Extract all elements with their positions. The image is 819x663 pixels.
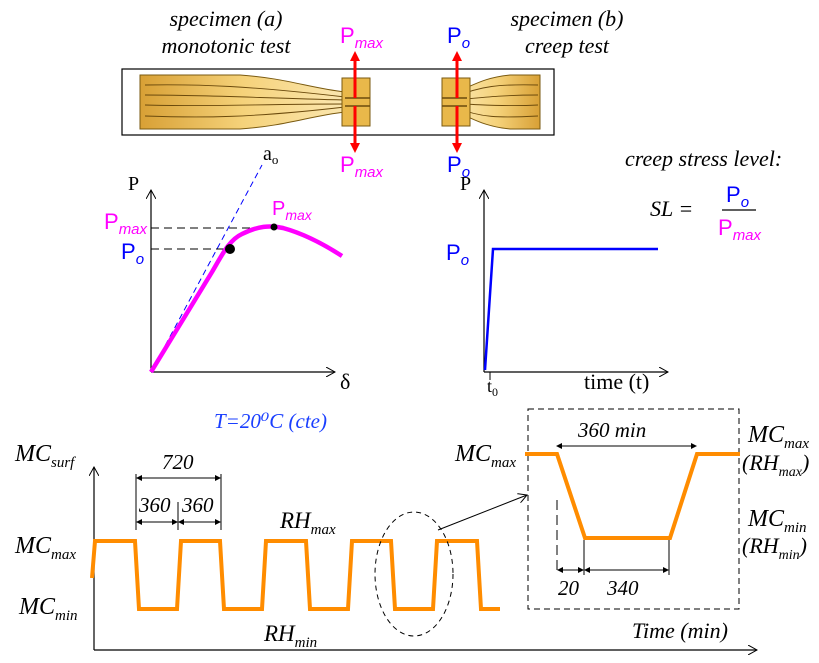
period-label: 720: [162, 450, 194, 474]
detail-right-mcmin-label: MCmin: [747, 506, 807, 536]
creep-po-tick: Po: [446, 240, 469, 269]
detail-cycle-curve: [525, 452, 740, 540]
specimen-b-label: specimen (b): [510, 6, 623, 31]
moisture-cycle-curve: [90, 539, 500, 611]
zoom-pointer: [437, 495, 527, 531]
creep-load-point: [225, 244, 235, 254]
detail-right-rhmax-label: (RHmax): [742, 450, 809, 480]
specimen-b-test-label: creep test: [525, 33, 610, 58]
monotonic-po-tick: Po: [121, 239, 144, 268]
monotonic-pmax-tick: Pmax: [104, 209, 148, 238]
specimen-a-label: specimen (a): [169, 6, 282, 31]
initial-stiffness-line: [150, 164, 263, 373]
a0-label: ao: [263, 143, 278, 167]
cycle-y-label: MCsurf: [14, 441, 76, 471]
specimen-frame: [121, 68, 555, 136]
cycle-dimension-lines: [135, 474, 222, 530]
detail-duration-label: 360 min: [577, 418, 646, 442]
stress-level-numerator: Po: [726, 182, 749, 211]
monotonic-y-label: P: [128, 173, 139, 195]
cycle-mcmin-label: MCmin: [18, 594, 78, 624]
detail-right-mcmax-label: MCmax: [747, 422, 809, 452]
monotonic-x-label: δ: [340, 369, 350, 394]
monotonic-axes: [151, 190, 335, 372]
temperature-label: T=20⁰C (cte): [214, 409, 327, 433]
detail-dimension-lines: [556, 443, 697, 575]
pmax-top-label: Pmax: [340, 23, 384, 52]
detail-ramp-label: 20: [558, 576, 580, 600]
creep-x-label: time (t): [584, 369, 649, 394]
cycle-x-label: Time (min): [632, 618, 728, 643]
half-period-label-2: 360: [181, 493, 214, 517]
creep-load-line: [483, 247, 658, 371]
specimen-a-body: [139, 74, 371, 130]
creep-axes: [484, 190, 668, 372]
detail-box: [527, 408, 740, 610]
stress-level-denominator: Pmax: [718, 215, 762, 244]
cycle-mcmax-label: MCmax: [14, 533, 76, 563]
peak-load-point: [270, 223, 278, 231]
reference-dashes: [151, 227, 274, 250]
po-top-label: Po: [447, 23, 470, 52]
stress-level-lhs: SL =: [650, 196, 693, 221]
half-period-label-1: 360: [138, 493, 171, 517]
detail-hold-label: 340: [606, 576, 639, 600]
peak-pmax-label: Pmax: [272, 198, 313, 223]
pmax-bottom-label: Pmax: [340, 152, 384, 181]
zoom-ellipse: [374, 511, 454, 637]
rhmin-label: RHmin: [263, 621, 317, 651]
rhmax-label: RHmax: [279, 508, 336, 538]
load-deflection-curve: [149, 224, 344, 374]
po-bottom-label: Po: [447, 152, 470, 181]
detail-mcmax-label: MCmax: [454, 441, 516, 471]
creep-y-label: P: [460, 173, 471, 195]
stress-level-title: creep stress level:: [625, 146, 782, 171]
specimen-a-test-label: monotonic test: [162, 33, 292, 58]
t0-label: t0: [487, 376, 498, 399]
detail-right-rhmin-label: (RHmin): [742, 533, 807, 563]
